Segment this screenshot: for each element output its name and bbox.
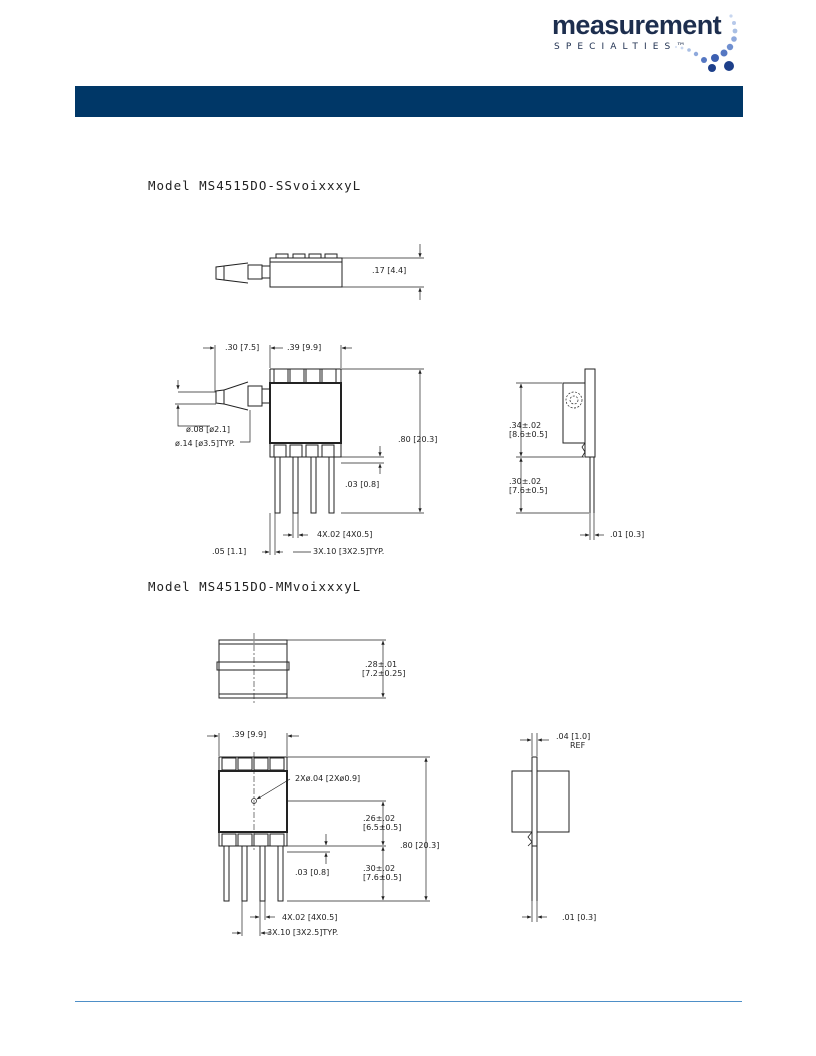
footer-divider (75, 1001, 742, 1002)
mm-hole-label: 2Xø.04 [2Xø0.9] (295, 774, 360, 783)
ss-height-label: .17 [4.4] (372, 266, 406, 275)
mm-lower-b: [7.6±0.5] (363, 873, 401, 882)
mm-upper-a: .26±.02 (363, 814, 395, 823)
mm-pin-gap-label: .03 [0.8] (295, 868, 329, 877)
mm-body-height-label: .80 [20.3] (400, 841, 439, 850)
mm-lower-a: .30±.02 (363, 864, 395, 873)
mm-body-width-label: .39 [9.9] (232, 730, 266, 739)
ss-side-upper-a: .34±.02 (509, 421, 541, 430)
mm-height-a: .28±.01 (365, 660, 397, 669)
ss-front-view (175, 345, 424, 555)
ss-left-width-label: .30 [7.5] (225, 343, 259, 352)
mm-front-view (207, 733, 430, 936)
ss-body-height-label: .80 [20.3] (398, 435, 437, 444)
ss-body-width-label: .39 [9.9] (287, 343, 321, 352)
ss-side-lower-a: .30±.02 (509, 477, 541, 486)
ss-side-lower-b: [7.6±0.5] (509, 486, 547, 495)
ss-pin-offset-label: .05 [1.1] (212, 547, 246, 556)
ss-tube-max-label: ø.14 [ø3.5]TYP. (175, 439, 235, 448)
mm-side-thin-label: .01 [0.3] (562, 913, 596, 922)
ss-side-thick-label: .01 [0.3] (610, 530, 644, 539)
ss-pin-pitch-label: 3X.10 [3X2.5]TYP. (313, 547, 384, 556)
mm-side-thick-label: .04 [1.0] (556, 732, 590, 741)
mm-pin-pitch-label: 3X.10 [3X2.5]TYP. (267, 928, 338, 937)
logo-wordmark: measurement (552, 10, 722, 40)
mm-top-view (216, 633, 386, 705)
mm-upper-b: [6.5±0.5] (363, 823, 401, 832)
ss-pin-gap-label: .03 [0.8] (345, 480, 379, 489)
logo-dots-icon (674, 14, 738, 72)
model-title-ss: Model MS4515DO-SSvoixxxyL (148, 178, 362, 193)
ss-side-view (516, 368, 604, 540)
mm-pin-width-label: 4X.02 [4X0.5] (282, 913, 337, 922)
ss-tube-od-label: ø.08 [ø2.1] (186, 425, 230, 434)
model-title-mm: Model MS4515DO-MMvoixxxyL (148, 579, 362, 594)
mm-side-ref-label: REF (570, 741, 586, 750)
mm-height-b: [7.2±0.25] (362, 669, 405, 678)
company-logo: measurement SPECIALTIES™ (548, 6, 743, 76)
header-banner (75, 86, 743, 117)
logo-subtitle: SPECIALTIES™ (554, 42, 692, 52)
ss-pin-width-label: 4X.02 [4X0.5] (317, 530, 372, 539)
ss-side-upper-b: [8.6±0.5] (509, 430, 547, 439)
ss-top-view (215, 244, 424, 300)
mm-side-view (511, 733, 570, 922)
